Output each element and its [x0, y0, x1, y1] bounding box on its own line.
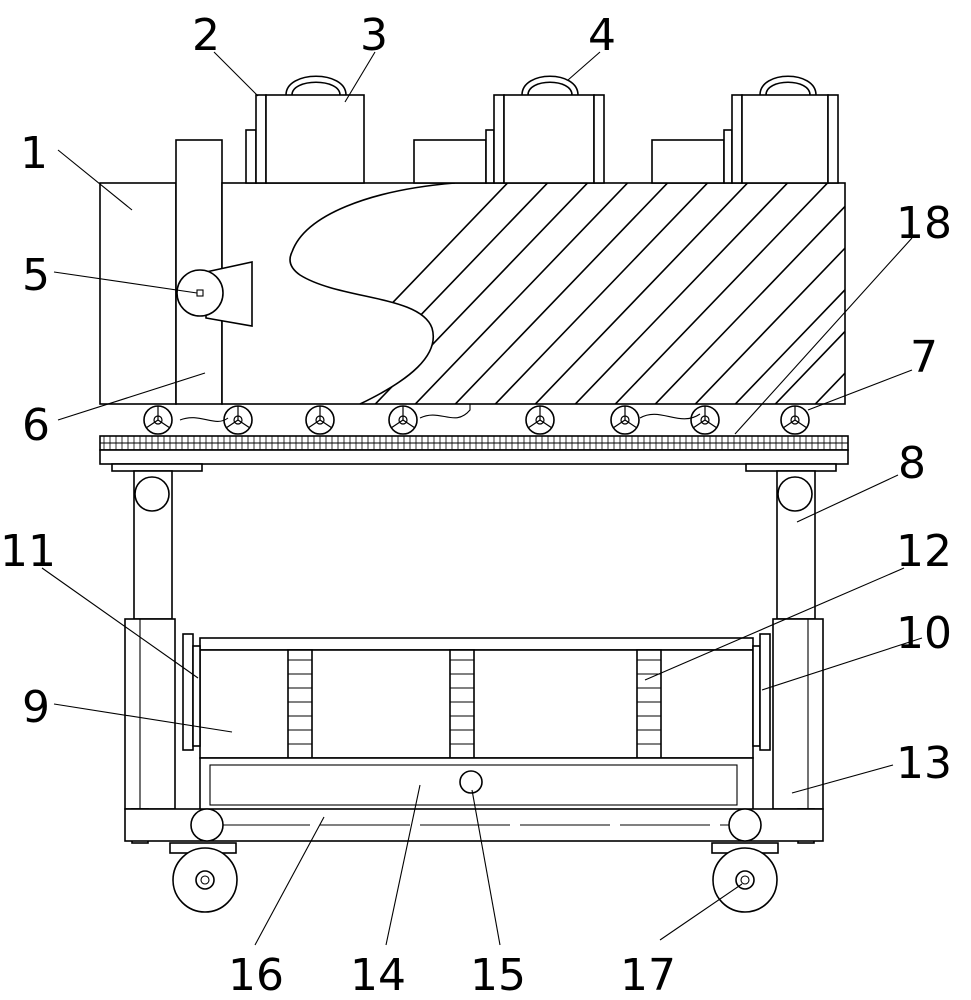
- conveyor-rollers: [143, 405, 810, 435]
- roller: [690, 405, 720, 435]
- container-3: [723, 75, 839, 184]
- label-3: 3: [360, 10, 388, 61]
- conveyor-platform: [99, 435, 849, 465]
- leader-lines: [41, 51, 923, 946]
- label-5: 5: [22, 250, 50, 301]
- drawer-box: [199, 637, 754, 759]
- base-frame: [124, 808, 824, 842]
- roller: [143, 405, 173, 435]
- label-13: 13: [896, 738, 952, 789]
- label-18: 18: [896, 198, 952, 249]
- left-support-column: [111, 463, 203, 844]
- container-2-side-block: [413, 139, 487, 184]
- left-guide-rail: [182, 633, 201, 751]
- roller: [388, 405, 418, 435]
- label-4: 4: [588, 10, 616, 61]
- label-9: 9: [22, 682, 50, 733]
- lower-storage-case: [199, 757, 754, 811]
- label-17: 17: [620, 950, 676, 1000]
- label-10: 10: [896, 608, 952, 659]
- roller: [525, 405, 555, 435]
- label-1: 1: [20, 128, 48, 179]
- right-caster-wheel: [711, 842, 779, 913]
- motor: [176, 261, 253, 327]
- platform-mesh: [103, 436, 843, 450]
- roller-wave-line: [179, 404, 701, 422]
- container-3-side-block: [651, 139, 725, 184]
- label-8: 8: [898, 438, 926, 489]
- slide-rail-rungs: [288, 659, 661, 745]
- label-2: 2: [192, 10, 220, 61]
- label-16: 16: [228, 950, 284, 1000]
- label-14: 14: [350, 950, 406, 1000]
- label-15: 15: [470, 950, 526, 1000]
- roller: [780, 405, 810, 435]
- label-11: 11: [0, 526, 56, 577]
- label-12: 12: [896, 526, 952, 577]
- roller: [305, 405, 335, 435]
- right-support-column: [745, 463, 837, 844]
- right-guide-rail: [752, 633, 771, 751]
- side-compartment: [99, 182, 177, 405]
- roller: [610, 405, 640, 435]
- label-7: 7: [910, 332, 938, 383]
- left-caster-wheel: [169, 842, 238, 913]
- main-housing: [221, 182, 846, 405]
- label-6: 6: [22, 400, 50, 451]
- roller: [223, 405, 253, 435]
- container-1: [245, 75, 365, 184]
- container-2: [485, 75, 605, 184]
